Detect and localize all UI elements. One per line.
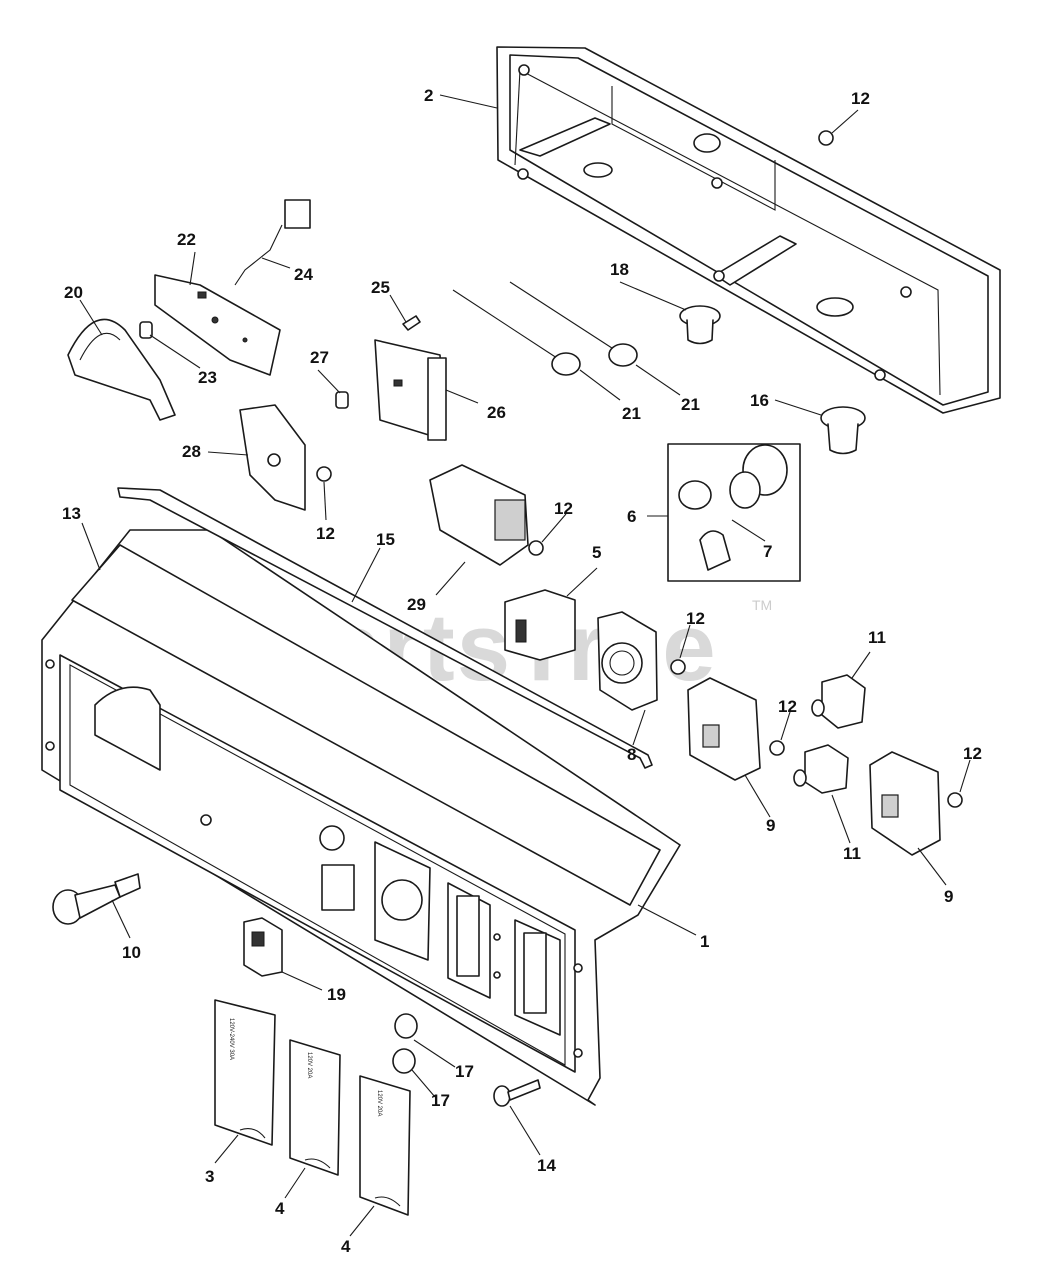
part-16-plug[interactable] [820,406,866,455]
callout-9-a: 9 [766,816,775,835]
callout-24: 24 [294,265,313,284]
part-2-control-box[interactable] [496,46,1001,414]
callout-22: 22 [177,230,196,249]
part-9-gfci-a[interactable] [687,677,761,781]
part-12-nut-a[interactable] [818,130,834,146]
callout-12-b: 12 [316,524,335,543]
callout-7: 7 [763,542,772,561]
part-12-nut-f[interactable] [947,792,963,808]
part-17-plug-b[interactable] [392,1048,416,1074]
part-25-screw[interactable] [402,315,421,331]
part-14-screw[interactable] [493,1079,541,1107]
callout-27: 27 [310,348,329,367]
callout-25: 25 [371,278,390,297]
part-15-gasket[interactable] [117,487,653,769]
part-10-knob[interactable] [52,873,141,925]
callout-21-b: 21 [681,395,700,414]
callout-12-a: 12 [851,89,870,108]
part-12-nut-c[interactable] [528,540,544,556]
part-8-receptacle[interactable] [597,611,658,711]
callout-12-e: 12 [778,697,797,716]
callout-3: 3 [205,1167,214,1186]
callout-13: 13 [62,504,81,523]
part-12-nut-b[interactable] [316,466,332,482]
callout-6: 6 [627,507,636,526]
callout-16: 16 [750,391,769,410]
callout-28: 28 [182,442,201,461]
part-13-panel[interactable] [41,529,681,1106]
callout-labels: 2 12 22 24 18 20 25 27 23 21 21 16 26 28… [62,86,982,1256]
callout-23: 23 [198,368,217,387]
callout-4-b: 4 [341,1237,351,1256]
part-9-gfci-b[interactable] [869,751,941,856]
part-29-switch-block[interactable] [429,464,529,566]
callout-4-a: 4 [275,1199,285,1218]
part-27-spacer[interactable] [335,391,349,409]
part-22-circuit-board[interactable] [154,274,281,376]
part-21-cable-b[interactable] [509,281,638,367]
callout-5: 5 [592,543,601,562]
callout-10: 10 [122,943,141,962]
callout-1: 1 [700,932,709,951]
part-12-nut-e[interactable] [769,740,785,756]
callout-19: 19 [327,985,346,1004]
cover-4b-label: 120V 20A [376,1090,382,1116]
part-4-cover-a[interactable]: 120V 20A [289,1039,341,1176]
callout-21-a: 21 [622,404,641,423]
part-11-breaker-a[interactable] [811,674,866,729]
callout-12-d: 12 [686,609,705,628]
part-3-cover[interactable]: 120V-240V 30A [214,999,276,1146]
callout-17-b: 17 [431,1091,450,1110]
part-17-plug-a[interactable] [394,1013,418,1039]
callout-12-f: 12 [963,744,982,763]
callout-18: 18 [610,260,629,279]
cover-4a-label: 120V 20A [306,1052,312,1078]
part-24-harness[interactable] [234,199,311,286]
callout-17-a: 17 [455,1062,474,1081]
leader-lines [79,94,971,1237]
part-28-mount[interactable] [239,404,306,511]
callout-15: 15 [376,530,395,549]
callout-11-a: 11 [868,628,886,647]
callout-29: 29 [407,595,426,614]
cover-3-label: 120V-240V 30A [228,1018,234,1060]
part-18-plug[interactable] [679,305,721,345]
part-11-breaker-b[interactable] [793,744,849,794]
part-5-switch[interactable] [504,589,576,661]
part-19-switch[interactable] [243,917,283,977]
part-21-cable-a[interactable] [452,289,581,376]
callout-8: 8 [627,745,636,764]
part-6-ignition-inset[interactable] [667,443,801,582]
part-23-spacer[interactable] [139,321,153,339]
part-4-cover-b[interactable]: 120V 20A [359,1075,411,1216]
callout-11-b: 11 [843,844,861,863]
callout-12-c: 12 [554,499,573,518]
part-26-module[interactable] [374,339,447,441]
part-12-nut-d[interactable] [670,659,686,675]
part-20-bracket[interactable] [67,318,176,421]
callout-9-b: 9 [944,887,953,906]
watermark-trademark: TM [752,597,772,613]
callout-2: 2 [424,86,433,105]
callout-26: 26 [487,403,506,422]
callout-20: 20 [64,283,83,302]
callout-14: 14 [537,1156,556,1175]
